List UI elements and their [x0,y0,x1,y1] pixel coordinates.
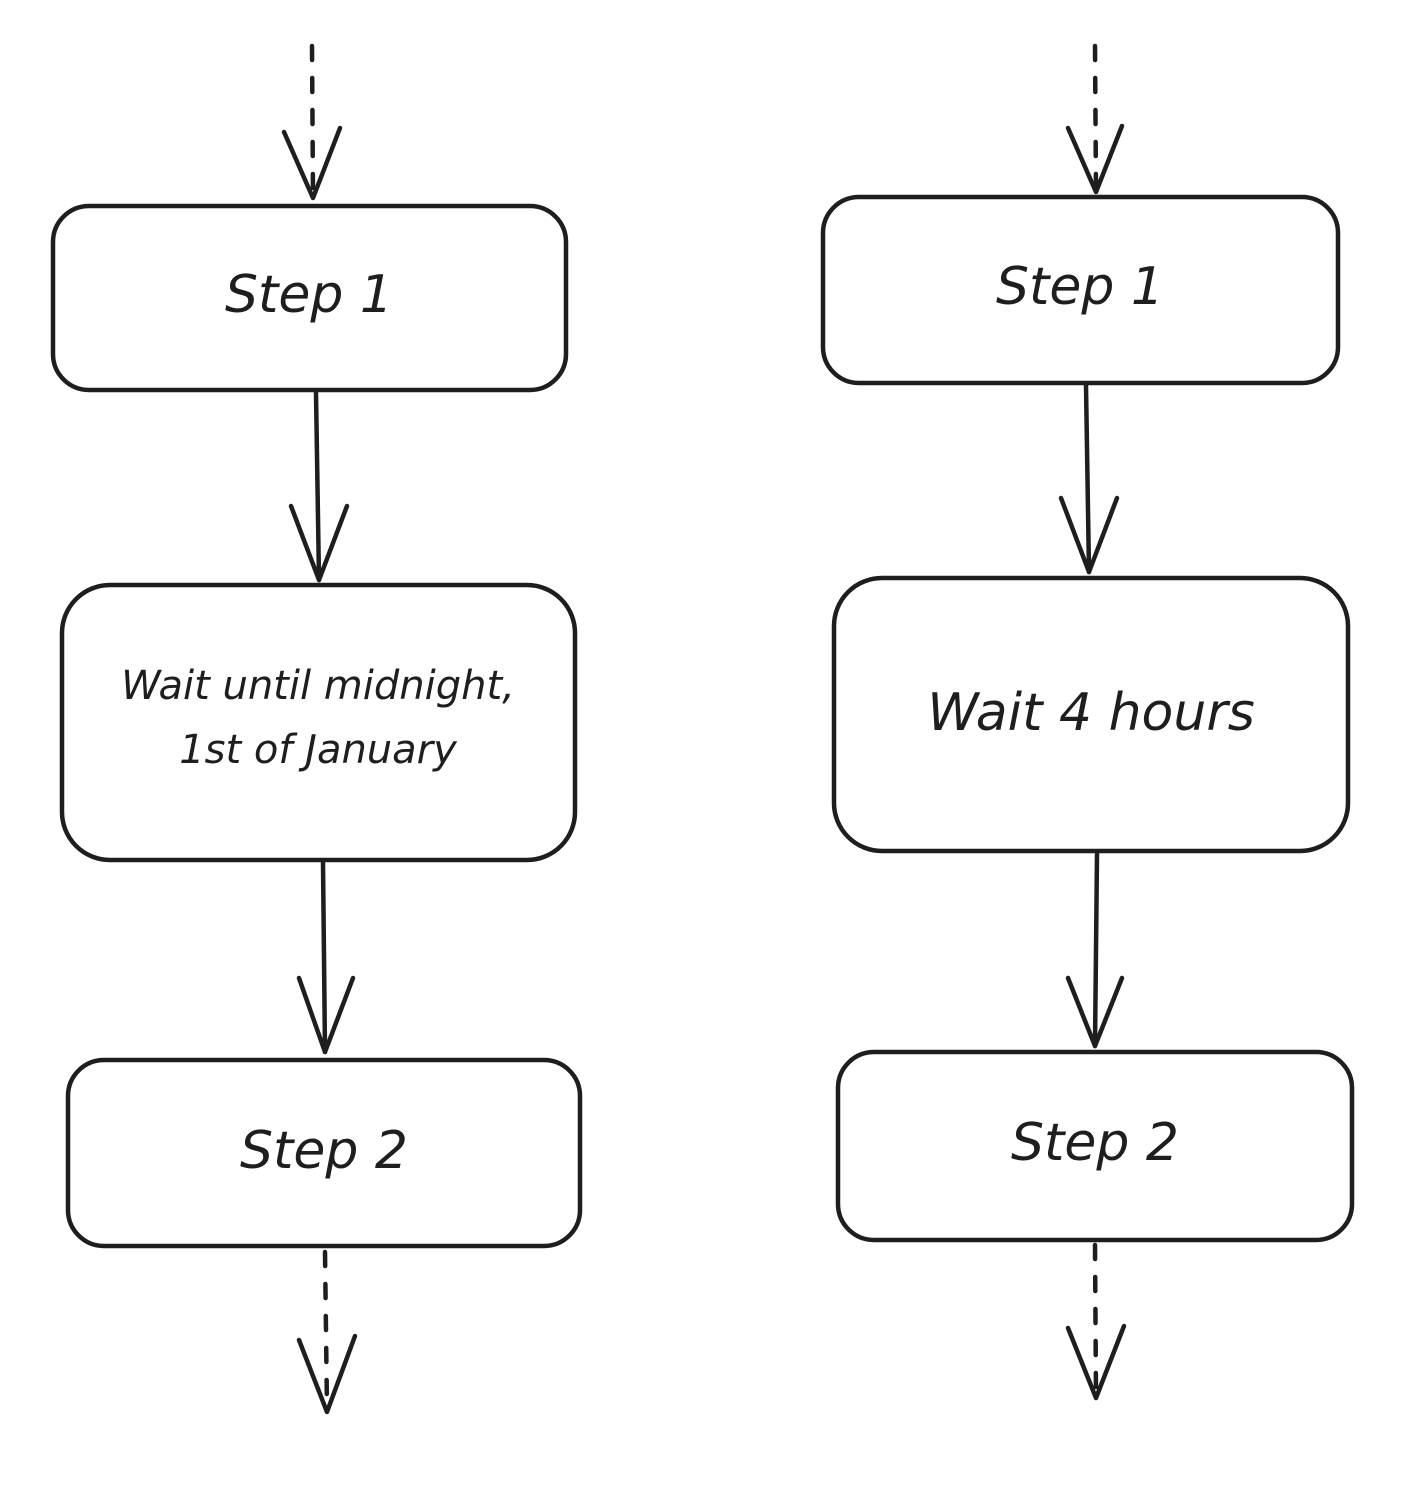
node-label: Step 2 [1011,1113,1179,1173]
edge-exit-right [1065,1242,1127,1401]
node-label: Step 1 [225,265,393,325]
edge-right-wait-to-step2 [1065,851,1125,1049]
node-label: Wait 4 hours [927,683,1255,743]
edge-entry-right [1065,43,1125,195]
node-label: Step 1 [996,257,1164,317]
edge-left-wait-to-step2 [296,860,356,1055]
node-right-step-1[interactable]: Step 1 [820,194,1341,386]
edge-left-step1-to-wait [288,390,350,583]
node-right-step-2[interactable]: Step 2 [835,1049,1355,1243]
right-flow: Step 1 Wait 4 hours Step 2 [820,43,1355,1401]
edge-entry-left [281,43,343,201]
node-right-wait-4-hours[interactable]: Wait 4 hours [831,575,1351,854]
node-left-step-2[interactable]: Step 2 [65,1057,583,1249]
edge-right-step1-to-wait [1058,383,1120,575]
left-flow: Step 1 Wait until midnight, 1st of Janua… [50,43,583,1415]
node-label-line-1: Wait until midnight, [121,663,515,709]
node-left-step-1[interactable]: Step 1 [50,203,569,393]
edge-exit-left [296,1249,358,1415]
node-label: Step 2 [240,1121,408,1181]
node-left-wait-midnight[interactable]: Wait until midnight, 1st of January [59,582,578,863]
node-label-line-2: 1st of January [179,727,458,773]
